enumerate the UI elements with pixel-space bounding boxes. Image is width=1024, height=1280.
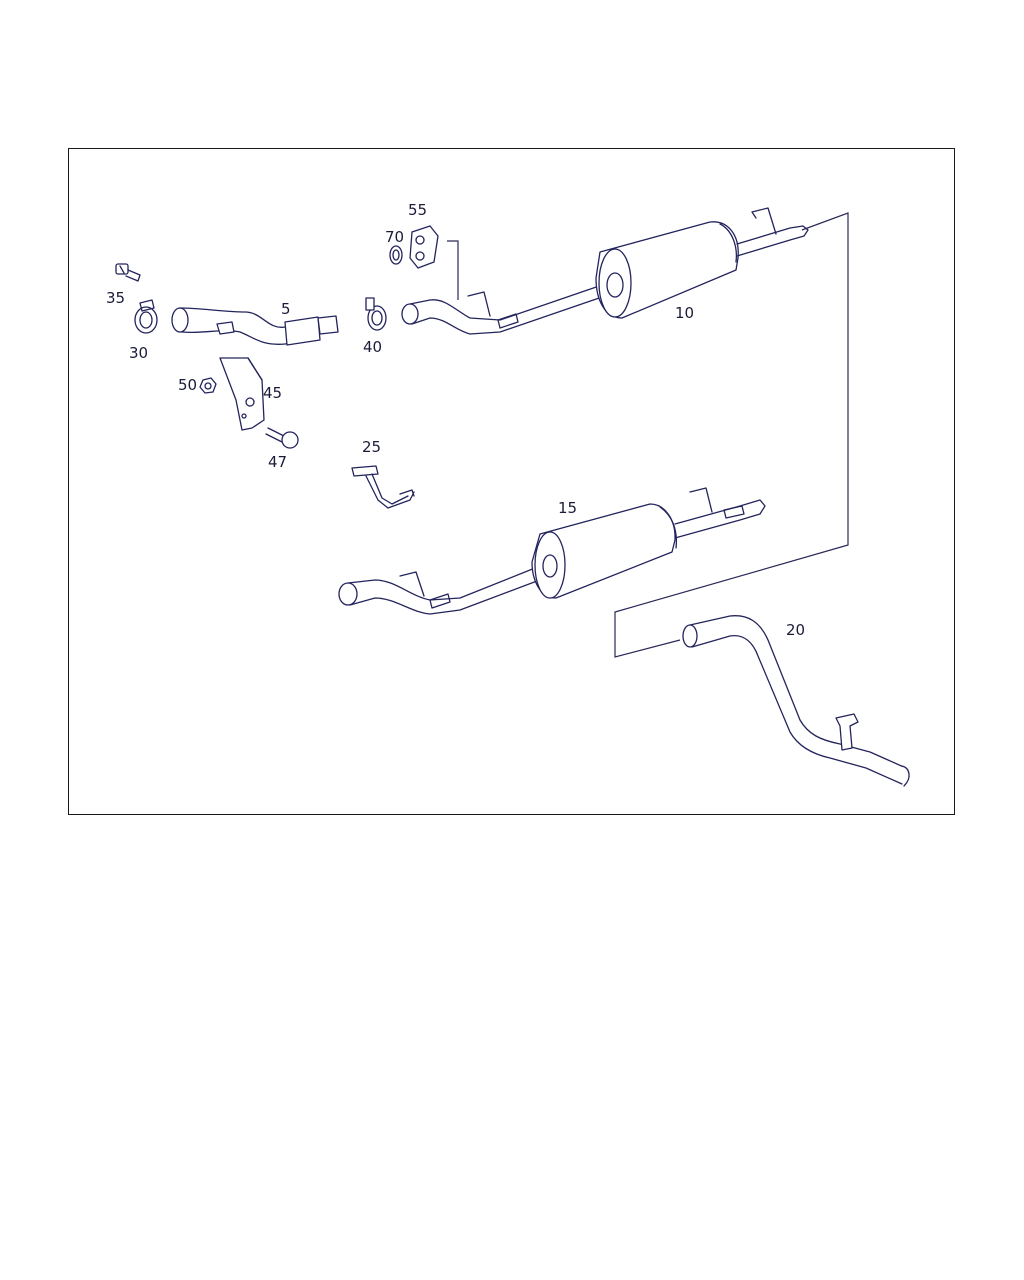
callout-45: 45 xyxy=(263,384,282,402)
part-50-nut xyxy=(199,377,217,394)
part-35-bolt xyxy=(115,263,141,282)
part-5-front-pipe xyxy=(171,307,339,346)
part-25-hanger-bracket xyxy=(351,465,415,509)
callout-10: 10 xyxy=(675,304,694,322)
part-55-hanger xyxy=(409,225,439,269)
callout-55: 55 xyxy=(408,201,427,219)
callout-70: 70 xyxy=(385,228,404,246)
part-40-clamp xyxy=(365,297,387,331)
part-20-tail-pipe xyxy=(682,615,910,787)
callout-50: 50 xyxy=(178,376,197,394)
callout-40: 40 xyxy=(363,338,382,356)
part-10-muffler xyxy=(401,207,809,335)
part-47-bolt xyxy=(265,427,299,449)
part-45-bracket xyxy=(219,357,265,431)
callout-35: 35 xyxy=(106,289,125,307)
callout-25: 25 xyxy=(362,438,381,456)
callout-5: 5 xyxy=(281,300,291,318)
part-30-clamp xyxy=(134,299,158,334)
callout-20: 20 xyxy=(786,621,805,639)
callout-30: 30 xyxy=(129,344,148,362)
callout-47: 47 xyxy=(268,453,287,471)
part-70-ring xyxy=(389,245,403,265)
assembly-guide-lines xyxy=(447,212,849,658)
part-15-muffler xyxy=(338,487,766,615)
callout-15: 15 xyxy=(558,499,577,517)
diagram-frame xyxy=(68,148,955,815)
callout-labels: 5 10 15 20 25 30 35 40 45 47 50 55 70 xyxy=(106,201,805,639)
